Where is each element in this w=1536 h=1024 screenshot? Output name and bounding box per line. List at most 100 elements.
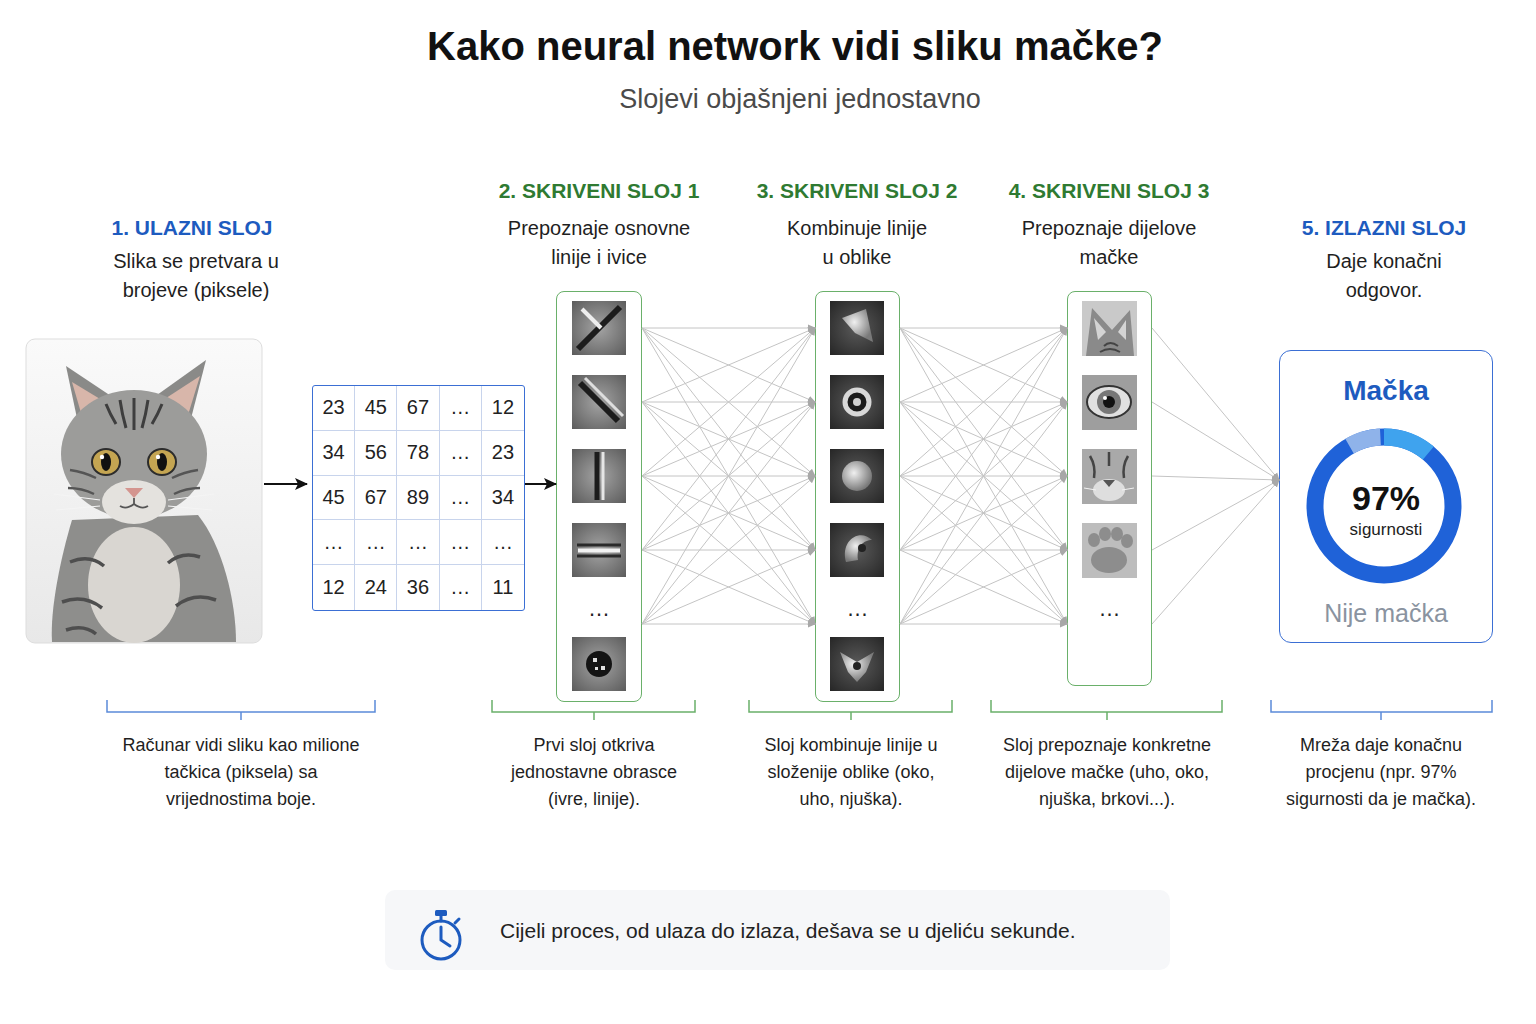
cat-chest	[88, 527, 180, 643]
layer-connection	[900, 328, 1067, 624]
connection-line	[900, 328, 1067, 402]
filter-stroke	[602, 452, 605, 500]
connection-line	[900, 402, 1067, 476]
cat-ear-part	[1094, 318, 1126, 340]
connection-line	[900, 550, 1067, 624]
pixel-value: …	[440, 431, 482, 476]
pixel-grid: 234567…12345678…23456789…34……………122436…1…	[312, 385, 525, 611]
connection-line	[900, 476, 1067, 550]
caption-text: Cijeli proces, od ulaza do izlaza, dešav…	[500, 917, 1160, 945]
connection-line	[900, 402, 1067, 550]
connection-line	[642, 328, 815, 329]
pixel-value: 78	[397, 431, 439, 476]
shape-blob	[840, 652, 874, 682]
subtitle: Slojevi objašnjeni jednostavno	[450, 82, 1150, 116]
connection-line	[900, 328, 1067, 624]
hidden-layer-box: …	[1067, 291, 1152, 686]
connection-line	[642, 550, 815, 624]
filter-stroke	[585, 378, 623, 416]
connection-line	[900, 402, 1067, 624]
layer-heading: 5. IZLAZNI SLOJ	[1244, 214, 1524, 242]
connection-line	[642, 550, 815, 551]
cat-paw-part	[1099, 527, 1111, 541]
shape-blob	[842, 309, 873, 342]
cat-eye-part	[1103, 396, 1107, 400]
layer-connection	[642, 328, 815, 624]
connection-line	[525, 483, 556, 485]
filter-stroke	[578, 307, 620, 349]
shape-tile	[830, 301, 884, 355]
cat-face-part	[1090, 452, 1128, 478]
layer-note: Sloj kombinuje linije u složenije oblike…	[754, 732, 949, 813]
more-ellipsis: …	[1068, 597, 1151, 621]
cat-nose	[125, 488, 143, 498]
filter-tile	[572, 375, 626, 429]
connection-line	[642, 402, 815, 550]
bracket	[107, 700, 375, 720]
connection-line	[1152, 328, 1279, 480]
shape-tile	[830, 375, 884, 429]
shape-blob	[858, 544, 866, 552]
cat-paw-part	[1111, 527, 1123, 541]
layer-heading: 4. SKRIVENI SLOJ 3	[969, 177, 1249, 205]
filter-stroke	[582, 309, 601, 328]
pixel-value: …	[440, 386, 482, 431]
pixel-value: …	[397, 520, 439, 565]
confidence-ring-segment	[1384, 437, 1428, 453]
part-tile	[1082, 301, 1137, 356]
layer-heading: 2. SKRIVENI SLOJ 1	[459, 177, 739, 205]
connection-line	[900, 328, 1067, 476]
connection-line	[900, 328, 1067, 476]
connection-line	[642, 476, 815, 624]
cat-head	[61, 390, 207, 518]
pixel-value: 11	[482, 565, 524, 610]
connection-line	[900, 402, 1067, 550]
connection-line	[900, 402, 1067, 476]
connection-line	[642, 476, 815, 624]
connection-line	[642, 550, 815, 624]
pixel-value: 67	[355, 476, 397, 521]
connection-line	[900, 476, 1067, 624]
class-label: Nije mačka	[1280, 597, 1492, 629]
pixel-value: …	[440, 565, 482, 610]
filter-blob	[593, 658, 605, 670]
connection-line	[1152, 476, 1279, 480]
cat-body	[52, 515, 236, 642]
bracket	[1271, 700, 1492, 720]
filter-tile	[572, 449, 626, 503]
connection-line	[642, 328, 815, 402]
shape-blob	[845, 390, 869, 414]
pixel-value: 23	[482, 431, 524, 476]
pixel-value: 89	[397, 476, 439, 521]
diagram-title: Kako neural network vidi sliku mačke?	[295, 22, 1295, 70]
cat-face-part	[1093, 479, 1125, 501]
filter-tile	[572, 637, 626, 691]
pixel-value: 12	[313, 565, 355, 610]
layer-description: Kombinuje linije u oblike	[782, 214, 932, 272]
layer-description: Prepoznaje osnovne linije i ivice	[499, 214, 699, 272]
more-ellipsis: …	[557, 597, 641, 621]
connection-line	[642, 328, 815, 476]
connection-line	[900, 550, 1067, 551]
connection-line	[642, 328, 815, 624]
filter-stroke	[595, 452, 600, 500]
pixel-value: …	[313, 520, 355, 565]
layer-heading: 1. ULAZNI SLOJ	[42, 214, 342, 242]
cat-eye	[92, 449, 120, 475]
caption-box	[385, 890, 1170, 970]
filter-tile	[572, 301, 626, 355]
pixel-value: 45	[355, 386, 397, 431]
connection-line	[900, 550, 1067, 624]
part-tile	[1082, 449, 1137, 504]
connection-line	[900, 402, 1067, 403]
cat-paw-part	[1088, 533, 1100, 547]
connection-line	[900, 402, 1067, 624]
connection-line	[642, 328, 815, 624]
connection-line	[642, 476, 815, 550]
shape-blob	[842, 461, 872, 491]
connection-line	[900, 328, 1067, 402]
layer-note: Sloj prepoznaje konkretne dijelove mačke…	[987, 732, 1227, 813]
